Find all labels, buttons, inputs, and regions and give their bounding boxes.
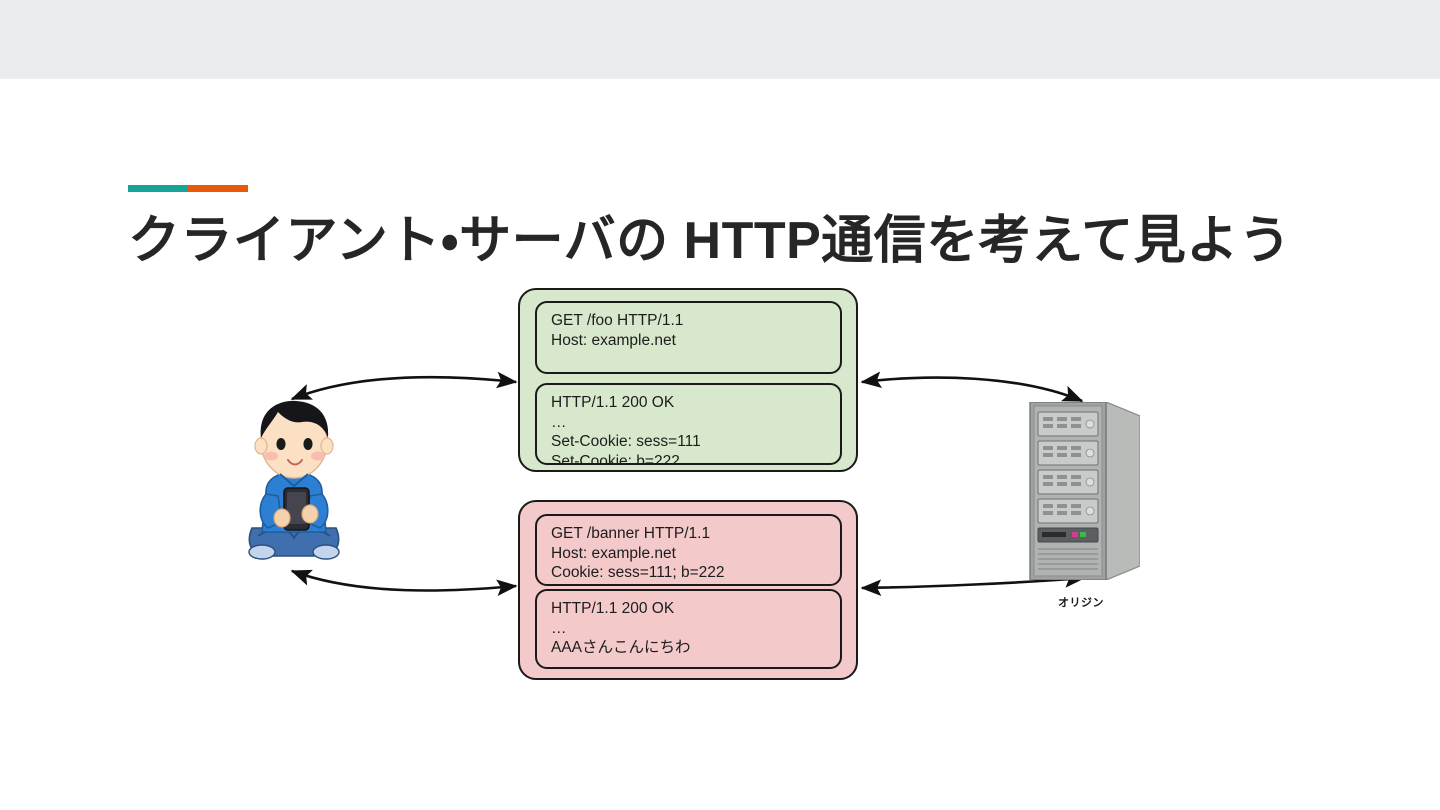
message-line: Set-Cookie: sess=111: [551, 433, 701, 451]
message-line: Host: example.net: [551, 544, 676, 562]
message-line: Set-Cookie: b=222: [551, 452, 680, 465]
response-message-box-1: HTTP/1.1 200 OK … Set-Cookie: sess=111 S…: [535, 383, 842, 465]
request-message-box-1: GET /foo HTTP/1.1 Host: example.net: [535, 301, 842, 374]
response-message-box-2: HTTP/1.1 200 OK … AAAさんこんにちわ ….: [535, 589, 842, 669]
slide-top-banner: [0, 0, 1440, 79]
request-message-box-2: GET /banner HTTP/1.1 Host: example.net C…: [535, 514, 842, 586]
accent-bar-segment-orange: [188, 185, 248, 192]
origin-server-icon: [1029, 402, 1140, 580]
origin-server-label: オリジン: [1058, 597, 1104, 609]
client-person-icon: [248, 400, 340, 560]
page-title: クライアント・サーバの HTTP通信を考えて見よう: [128, 212, 1292, 270]
message-line: Cookie: sess=111; b=222: [551, 564, 725, 582]
message-line: HTTP/1.1 200 OK: [551, 394, 675, 411]
message-line: …: [551, 413, 567, 431]
exchange-group-second-request: GET /banner HTTP/1.1 Host: example.net C…: [518, 500, 858, 680]
message-line: GET /foo HTTP/1.1: [551, 312, 684, 329]
accent-bar-segment-teal: [128, 185, 188, 192]
message-line: AAAさんこんにちわ: [551, 639, 691, 657]
message-line: …: [551, 619, 567, 637]
message-line: GET /banner HTTP/1.1: [551, 525, 711, 542]
arrow-green-to-server: [860, 371, 1084, 403]
message-line: HTTP/1.1 200 OK: [551, 600, 675, 617]
exchange-group-first-request: GET /foo HTTP/1.1 Host: example.net HTTP…: [518, 288, 858, 472]
title-accent-bar: [128, 185, 248, 192]
message-line: ….: [551, 658, 572, 669]
message-line: Host: example.net: [551, 331, 676, 349]
arrow-client-to-pink: [290, 569, 518, 597]
